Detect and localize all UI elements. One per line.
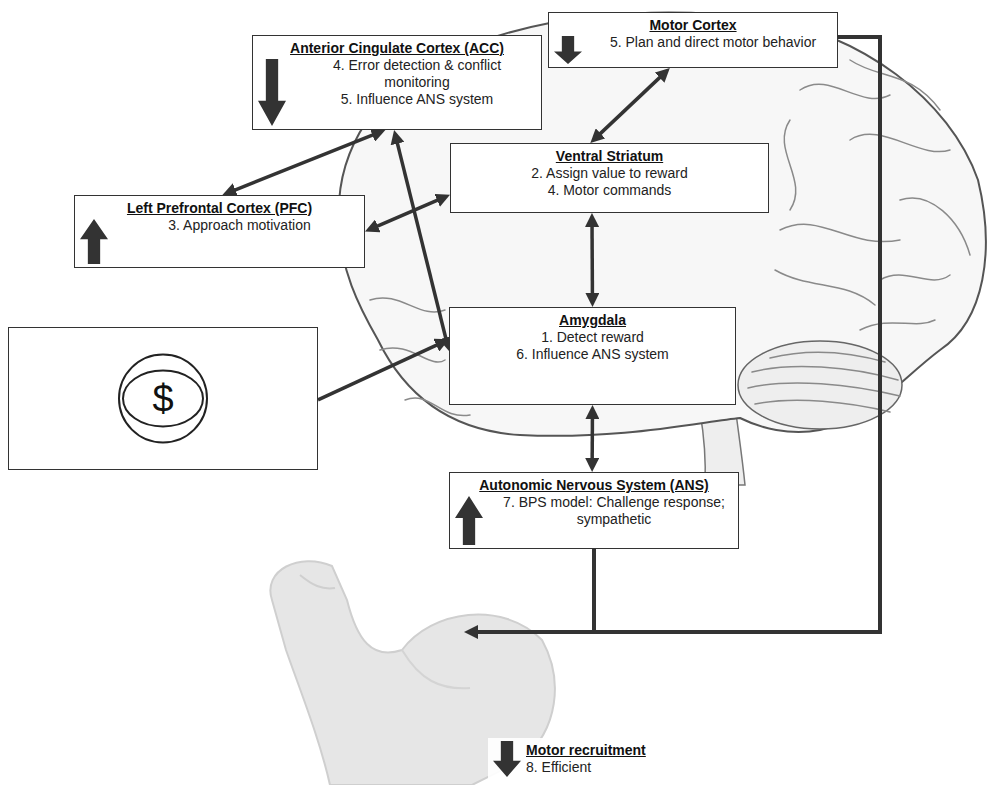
brain-region-box: Anterior Cingulate Cortex (ACC)4. Error … (252, 35, 542, 130)
box-body: 5. Plan and direct motor behavior (557, 34, 829, 51)
box-heading: Anterior Cingulate Cortex (ACC) (261, 40, 533, 57)
box-heading: Motor recruitment (526, 742, 720, 759)
arm-illustration (270, 561, 554, 785)
brain-region-box: Amygdala1. Detect reward6. Influence ANS… (449, 307, 736, 405)
cerebellum (738, 341, 902, 429)
ans-output-line (592, 549, 596, 632)
connector-arrow (396, 136, 448, 345)
box-body: 5. Influence ANS system (261, 91, 533, 108)
increase-arrow (455, 496, 483, 545)
coin-outer-ring (119, 355, 207, 443)
box-body: 3. Approach motivation (83, 217, 356, 234)
connector-arrow (590, 219, 594, 301)
box-body: 4. Motor commands (459, 182, 760, 199)
currency-symbol: $ (152, 379, 173, 419)
box-heading: Amygdala (458, 312, 727, 329)
box-body: 2. Assign value to reward (459, 165, 760, 182)
brain-region-box: Left Prefrontal Cortex (PFC)3. Approach … (74, 195, 365, 268)
box-body: 7. BPS model: Challenge response; sympat… (458, 494, 730, 528)
decrease-arrow (258, 59, 286, 126)
box-body: 6. Influence ANS system (458, 346, 727, 363)
brain-region-box: Ventral Striatum2. Assign value to rewar… (450, 143, 769, 213)
connector-arrow (595, 72, 666, 139)
connector-arrow (228, 132, 380, 193)
box-body: 1. Detect reward (458, 329, 727, 346)
box-heading: Motor Cortex (557, 17, 829, 34)
connector-arrow (318, 342, 444, 400)
box-heading: Autonomic Nervous System (ANS) (458, 477, 730, 494)
nervous-system-box: Autonomic Nervous System (ANS)7. BPS mod… (449, 472, 739, 549)
box-body: 8. Efficient (526, 759, 720, 776)
box-body: 4. Error detection & conflict monitoring (261, 57, 533, 91)
reward-stimulus-box: $ (8, 327, 318, 470)
connector-arrow (590, 411, 594, 466)
increase-arrow (80, 219, 108, 264)
connector-arrow (371, 197, 445, 229)
box-heading: Ventral Striatum (459, 148, 760, 165)
brain-region-box: Motor Cortex5. Plan and direct motor beh… (548, 12, 838, 68)
outcome-label-box: Motor recruitment8. Efficient (488, 738, 728, 780)
decrease-arrow (554, 36, 582, 64)
coin-inner-ring (123, 371, 203, 427)
box-heading: Left Prefrontal Cortex (PFC) (83, 200, 356, 217)
decrease-arrow (493, 741, 521, 777)
